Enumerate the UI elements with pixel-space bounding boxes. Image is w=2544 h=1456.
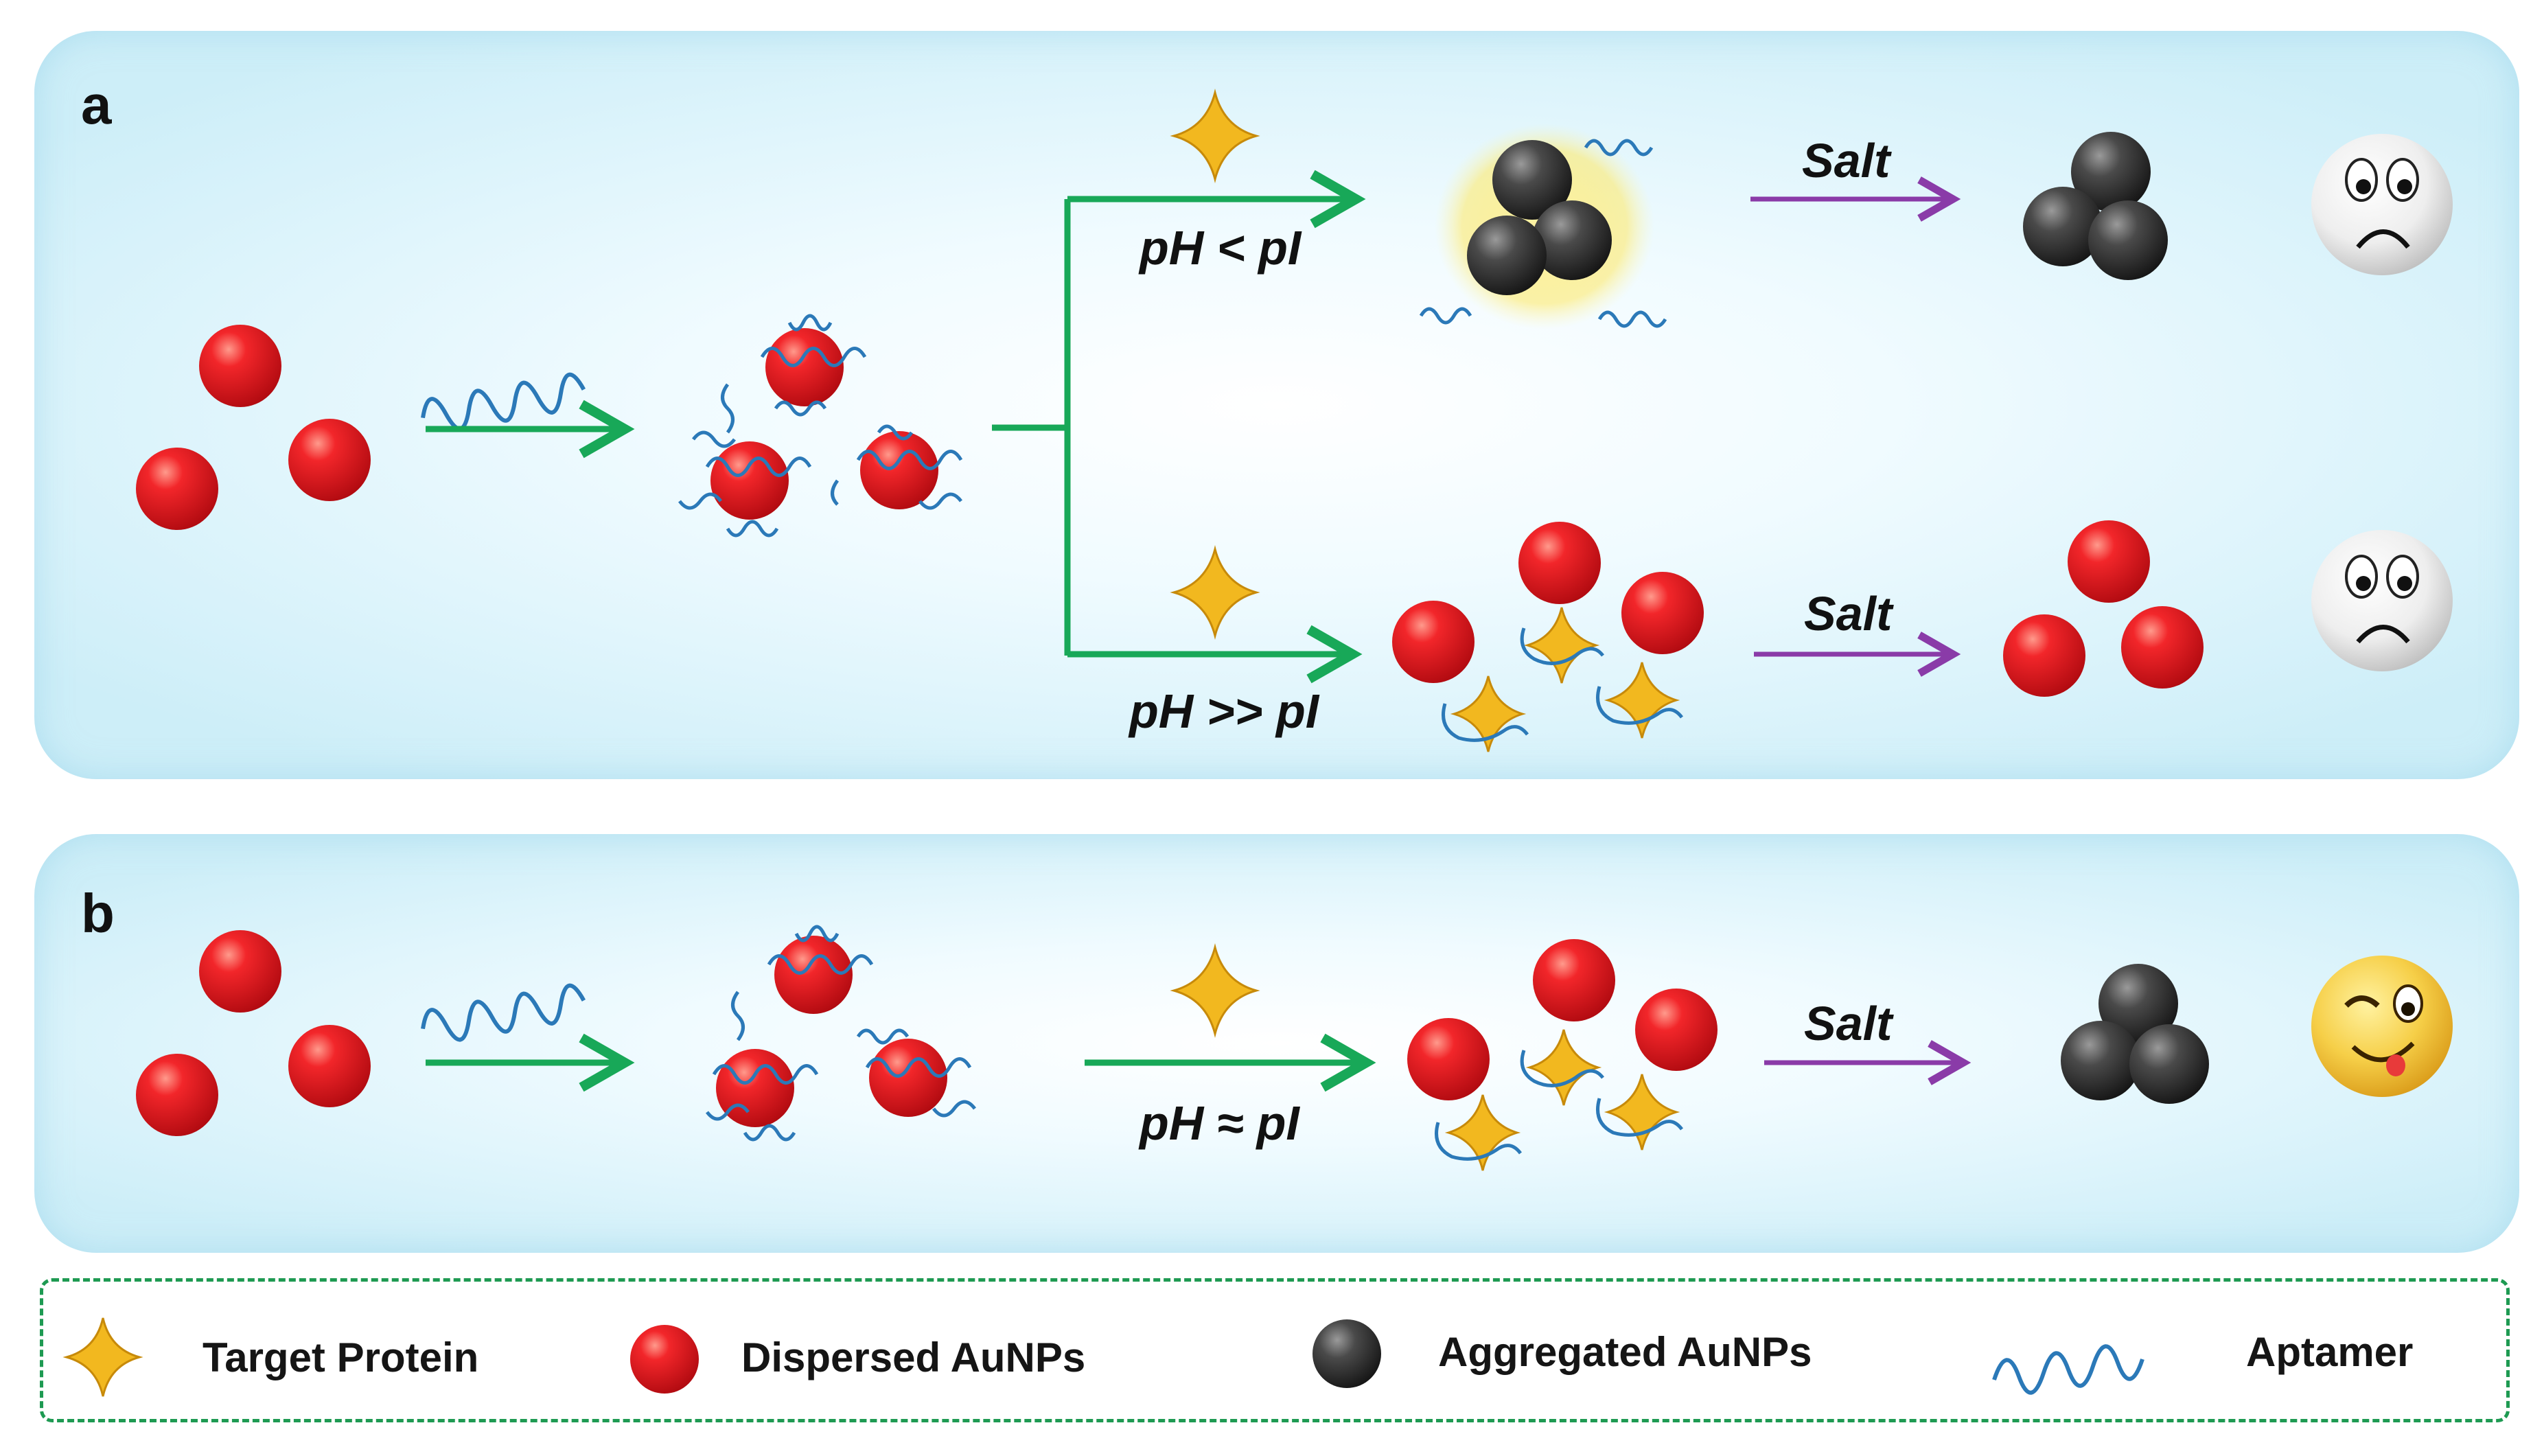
dispersed-aunp	[1621, 572, 1704, 654]
aggregated-aunps-result-b	[2061, 964, 2209, 1104]
dispersed-aunp	[288, 1025, 371, 1107]
aptamer-coated-aunps-b	[706, 925, 976, 1142]
aggregated-aunp	[2061, 1021, 2140, 1100]
sad-face-icon	[2311, 530, 2453, 671]
legend-target-protein-icon	[62, 1317, 143, 1397]
protein-bound-dispersed-aunps-b	[1407, 939, 1718, 1171]
protein-coated-aggregate-cluster	[1419, 124, 1667, 330]
winking-tongue-face-icon	[2311, 956, 2453, 1097]
aptamer-icon	[421, 983, 586, 1042]
aptamer-strands	[1442, 627, 1683, 742]
aggregated-aunp	[2088, 200, 2168, 280]
condition-ph-much-greater-pi: pH >> pI	[1128, 684, 1320, 738]
dispersed-aunps-group-a	[136, 325, 371, 530]
branch-connector	[992, 199, 1071, 656]
legend-aptamer-label: Aptamer	[2246, 1329, 2413, 1375]
coated-aunp	[869, 1039, 947, 1117]
dispersed-aunp	[136, 448, 218, 530]
dispersed-aunp	[136, 1054, 218, 1136]
coated-aunp	[710, 441, 789, 520]
dispersed-aunp	[2068, 520, 2150, 603]
dispersed-aunp	[2121, 606, 2204, 689]
aptamer-icon	[421, 372, 586, 431]
dispersed-aunps-result-bottom	[2003, 520, 2204, 697]
target-protein-icon	[1444, 1094, 1521, 1171]
panel-a-label: a	[81, 74, 112, 135]
aggregated-aunp	[1532, 200, 1612, 280]
protein-bound-dispersed-aunps-a	[1392, 522, 1704, 752]
aggregated-aunp	[2023, 187, 2103, 266]
legend-target-protein-label: Target Protein	[203, 1334, 478, 1380]
dispersed-aunp	[199, 930, 281, 1013]
legend-dispersed-icon	[630, 1325, 699, 1394]
legend-aggregated-icon	[1313, 1319, 1381, 1388]
condition-ph-approx-pi: pH ≈ pI	[1138, 1096, 1300, 1150]
salt-label: Salt	[1802, 134, 1892, 187]
face-base	[2311, 530, 2453, 671]
aptamer-strands	[706, 925, 976, 1142]
face-base	[2311, 134, 2453, 275]
target-protein-icon	[1450, 675, 1527, 752]
dispersed-aunp	[1392, 601, 1475, 683]
aptamer-strands	[1419, 139, 1667, 328]
legend-aptamer-icon	[1992, 1344, 2144, 1395]
legend-aggregated-label: Aggregated AuNPs	[1438, 1329, 1812, 1375]
target-protein-icon	[1523, 607, 1600, 684]
aggregated-aunp	[2129, 1024, 2209, 1104]
target-protein-icon	[1170, 943, 1260, 1038]
salt-label: Salt	[1804, 997, 1894, 1050]
aggregated-aunps-result-top	[2023, 132, 2168, 280]
dispersed-aunps-group-b	[136, 930, 371, 1136]
salt-label: Salt	[1804, 587, 1894, 640]
target-protein-icon	[1604, 1074, 1680, 1151]
face-base	[2311, 956, 2453, 1097]
coated-aunp	[774, 936, 853, 1014]
dispersed-aunp	[2003, 614, 2085, 697]
dispersed-aunp	[288, 419, 371, 501]
aggregated-aunp	[2071, 132, 2151, 211]
legend-dispersed-label: Dispersed AuNPs	[741, 1334, 1085, 1380]
dispersed-aunp	[1518, 522, 1601, 604]
aggregated-aunp	[1492, 140, 1572, 220]
aptamer-strands	[678, 314, 963, 538]
sad-face-icon	[2311, 134, 2453, 275]
dispersed-aunp	[199, 325, 281, 407]
dispersed-aunp	[1533, 939, 1615, 1021]
coated-aunp	[860, 431, 938, 509]
target-protein-icon	[1525, 1029, 1602, 1106]
dispersed-aunp	[1407, 1018, 1490, 1100]
coated-aunp	[765, 328, 844, 406]
aggregated-aunp	[2098, 964, 2178, 1043]
coated-aunp	[716, 1049, 794, 1127]
dispersed-aunp	[1635, 989, 1718, 1071]
aptamer-coated-aunps-a	[678, 314, 963, 538]
panel-b-label: b	[81, 883, 115, 944]
legend-box	[40, 1278, 2510, 1422]
condition-ph-less-than-pi: pH < pI	[1138, 221, 1302, 275]
target-protein-icon	[1604, 662, 1680, 739]
target-protein-icon	[1170, 89, 1260, 183]
target-protein-icon	[1170, 545, 1260, 640]
aptamer-strands	[1435, 1050, 1683, 1161]
aggregated-aunp	[1467, 216, 1547, 295]
